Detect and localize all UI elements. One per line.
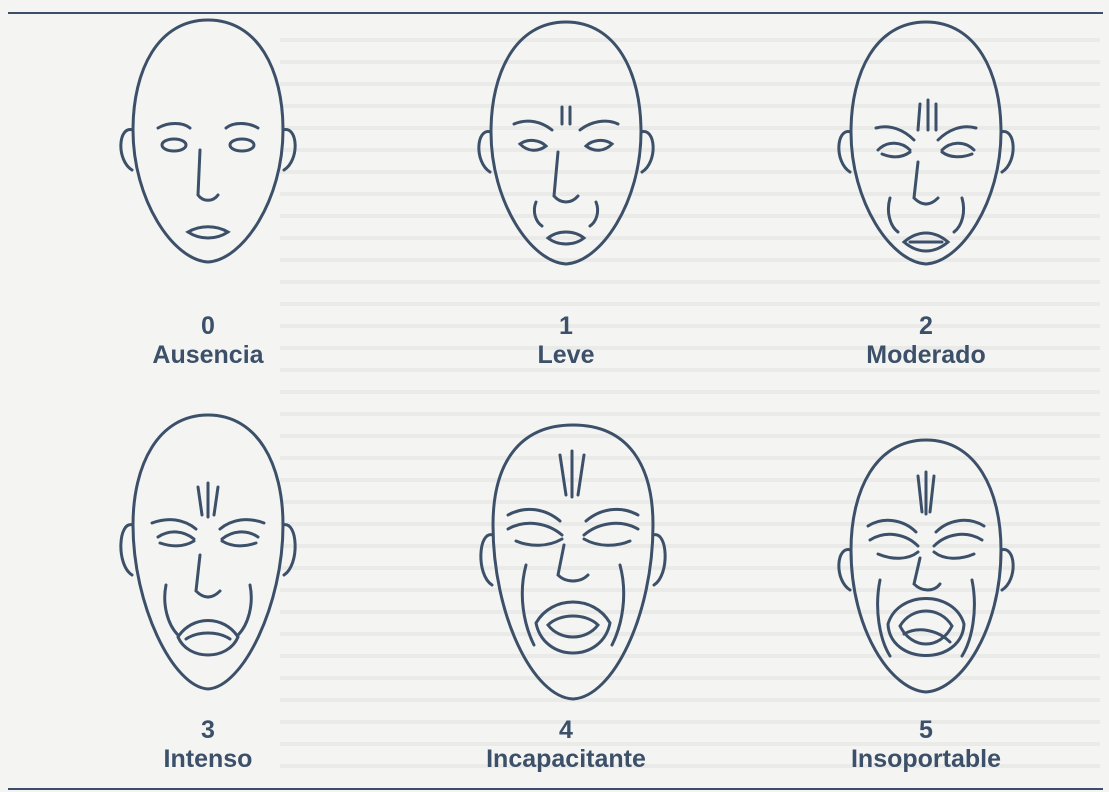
face-2-illustration xyxy=(826,12,1026,272)
face-1-level: 1 xyxy=(436,312,696,341)
face-4-label: Incapacitante xyxy=(436,745,696,774)
face-3-level: 3 xyxy=(78,716,338,745)
face-5-level: 5 xyxy=(796,716,1056,745)
face-1-illustration xyxy=(466,12,666,272)
face-5-caption: 5 Insoportable xyxy=(796,716,1056,774)
face-3-illustration xyxy=(108,405,308,695)
face-1-label: Leve xyxy=(436,341,696,370)
face-2-level: 2 xyxy=(796,312,1056,341)
face-0-caption: 0 Ausencia xyxy=(78,312,338,370)
face-1-caption: 1 Leve xyxy=(436,312,696,370)
face-5-illustration xyxy=(826,430,1026,710)
face-4-level: 4 xyxy=(436,716,696,745)
face-3-caption: 3 Intenso xyxy=(78,716,338,774)
face-0-illustration xyxy=(108,10,308,270)
face-4-illustration xyxy=(468,415,678,705)
face-2-label: Moderado xyxy=(796,341,1056,370)
face-0-label: Ausencia xyxy=(78,341,338,370)
face-0-level: 0 xyxy=(78,312,338,341)
face-5-label: Insoportable xyxy=(796,745,1056,774)
face-4-caption: 4 Incapacitante xyxy=(436,716,696,774)
face-3-label: Intenso xyxy=(78,745,338,774)
face-2-caption: 2 Moderado xyxy=(796,312,1056,370)
bottom-rule xyxy=(8,788,1103,790)
